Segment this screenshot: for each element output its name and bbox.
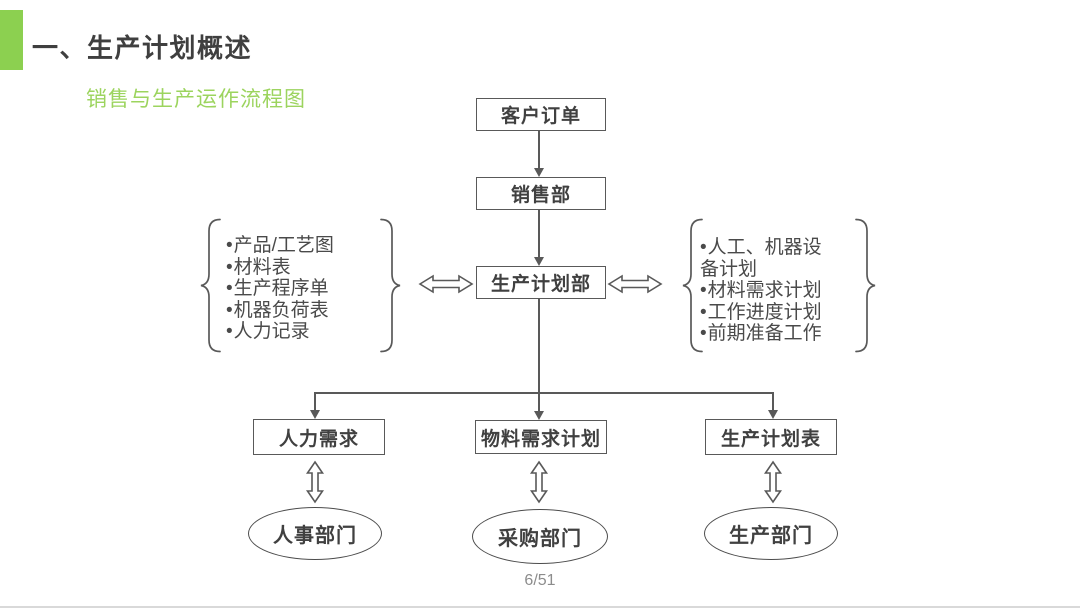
node-purchasing-dept: 采购部门 [472,509,608,564]
arrow-sales-to-planning [534,210,544,266]
arrow-customer-to-sales [534,131,544,177]
page-title: 一、生产计划概述 [32,33,253,63]
node-sales-dept: 销售部 [476,177,606,210]
node-hr-dept: 人事部门 [248,507,382,560]
diagram-subtitle: 销售与生产运作流程图 [86,88,306,111]
planning-outputs-list: 人工、机器设备计划 材料需求计划 工作进度计划 前期准备工作 [700,237,832,345]
list-item: 前期准备工作 [700,323,832,345]
list-item: 产品/工艺图 [226,235,378,257]
planning-inputs-list: 产品/工艺图 材料表 生产程序单 机器负荷表 人力记录 [226,235,378,343]
branch-connector [310,299,778,420]
list-item: 机器负荷表 [226,300,378,322]
double-arrow-manpower-hr-icon [305,460,325,504]
list-item: 材料表 [226,257,378,279]
double-arrow-material-purchasing-icon [529,460,549,504]
page-number: 6/51 [524,572,556,589]
double-arrow-left-icon [418,274,474,294]
node-customer-order: 客户订单 [476,98,606,131]
list-item: 人力记录 [226,321,378,343]
right-list-close-brace [855,218,876,353]
list-item: 人工、机器设备计划 [700,237,832,280]
node-production-schedule: 生产计划表 [705,419,837,455]
list-item: 材料需求计划 [700,280,832,302]
right-list-open-brace [682,218,703,353]
title-accent-bar [0,10,23,70]
left-list-close-brace [380,218,401,353]
slide-bottom-edge [0,606,1080,608]
list-item: 工作进度计划 [700,302,832,324]
node-material-requirements-plan: 物料需求计划 [475,420,607,454]
node-production-planning-dept: 生产计划部 [476,266,606,299]
node-manpower-requirements: 人力需求 [253,419,385,455]
left-list-open-brace [200,218,221,353]
list-item: 生产程序单 [226,278,378,300]
double-arrow-right-icon [607,274,663,294]
double-arrow-schedule-production-icon [763,460,783,504]
node-production-dept: 生产部门 [704,507,838,560]
